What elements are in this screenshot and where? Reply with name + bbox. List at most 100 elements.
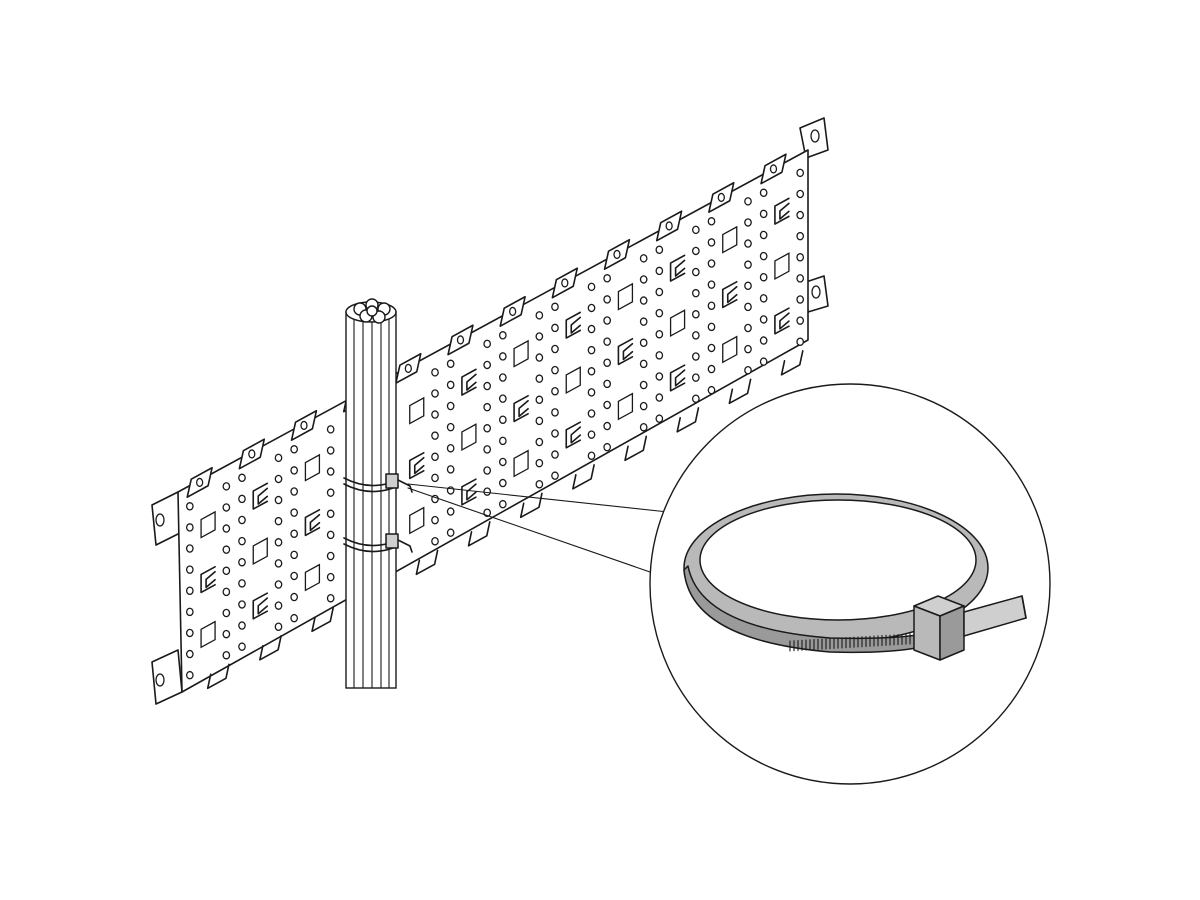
detail-callout (649, 383, 1051, 785)
plate-round-hole (446, 401, 455, 411)
plate-round-hole (691, 331, 700, 340)
plate-round-hole (587, 451, 596, 460)
plate-round-hole (238, 473, 246, 483)
plate-c-slot (774, 197, 790, 225)
plate-round-hole (498, 352, 507, 361)
plate-round-hole (498, 373, 507, 382)
plate-round-hole (326, 593, 335, 603)
plate-round-hole (691, 394, 700, 403)
plate-round-hole (655, 351, 664, 360)
cable-tie-locking-head (913, 595, 965, 661)
plate-c-slot (304, 508, 321, 537)
plate-square-cutout (774, 252, 790, 281)
plate-square-cutout (617, 282, 634, 311)
plate-square-cutout (200, 510, 216, 539)
plate-round-hole (238, 494, 246, 504)
cable-tie-band-inner (699, 499, 977, 621)
plate-c-slot (617, 337, 634, 366)
plate-round-hole (707, 343, 716, 353)
plate-round-hole (655, 372, 664, 381)
plate-c-slot (669, 364, 686, 392)
plate-round-hole (431, 389, 439, 398)
plate-round-hole (222, 608, 231, 618)
plate-round-hole (535, 332, 544, 341)
plate-bottom-notch (206, 663, 230, 690)
plate-round-hole (446, 528, 455, 537)
plate-round-hole (290, 592, 299, 602)
plate-round-hole (707, 322, 716, 332)
bundle-strand-ends (345, 298, 397, 324)
plate-c-slot (200, 565, 216, 594)
plate-round-hole (551, 302, 559, 312)
plate-round-hole (655, 245, 664, 255)
plate-round-hole (483, 381, 492, 391)
plate-round-hole (744, 302, 752, 312)
plate-round-hole (185, 670, 194, 680)
plate-round-hole (691, 267, 700, 277)
plate-round-hole (483, 487, 492, 496)
plate-round-hole (326, 509, 335, 519)
plate-round-hole (185, 586, 194, 595)
plate-square-cutouts (200, 197, 790, 649)
plate-round-hole (655, 308, 664, 318)
tab-hole (509, 306, 517, 317)
tab-hole (561, 278, 569, 288)
plate-top-tabs (186, 153, 787, 498)
plate-round-hole (551, 365, 559, 375)
plate-round-hole (446, 443, 455, 453)
plate-square-cutout (461, 423, 477, 452)
plate-round-hole (639, 254, 648, 263)
plate-round-hole (796, 274, 805, 283)
plate-square-cutout (409, 506, 425, 535)
plate-body (177, 149, 809, 693)
plate-c-slot (461, 478, 477, 506)
plate-round-hole (535, 458, 544, 468)
plate-round-hole (655, 329, 664, 339)
plate-round-hole (446, 359, 455, 369)
plate-round-hole (603, 316, 612, 325)
plate-square-cutout (722, 225, 738, 254)
plate-square-cutout (565, 366, 581, 395)
plate-square-cutout (252, 537, 268, 566)
plate-round-hole (431, 368, 439, 377)
plate-round-hole (759, 357, 768, 366)
plate-c-slot (513, 394, 529, 423)
tab-hole (769, 164, 778, 174)
plate-bottom-notch (728, 378, 752, 405)
plate-round-hole (274, 559, 283, 568)
plate-c-slot (565, 311, 582, 339)
plate-round-hole (744, 197, 752, 206)
plate-round-hole (639, 296, 648, 305)
plate-bottom-notch (311, 606, 335, 633)
plate-round-hole (691, 310, 700, 319)
plate-c-slot (721, 280, 738, 309)
plate-round-hole (446, 380, 455, 390)
plate-round-hole (603, 379, 612, 389)
plate-square-cutout (304, 563, 321, 592)
plate-round-hole (326, 425, 335, 434)
plate-square-cutout (304, 453, 321, 482)
plate-c-slot (774, 307, 790, 335)
plate-round-hole (535, 437, 544, 447)
tab-hole (195, 477, 204, 488)
plate-round-hole (498, 436, 507, 446)
plate-round-hole (639, 338, 648, 348)
plate-round-hole (796, 253, 805, 262)
plate-round-hole (222, 587, 231, 597)
plate-round-hole (639, 317, 648, 326)
plate-round-hole (535, 311, 544, 320)
plate-round-hole (707, 238, 716, 247)
plate-round-hole (185, 607, 194, 617)
plate-round-hole (483, 339, 492, 349)
plate-round-hole (185, 628, 194, 638)
plate-round-hole (744, 281, 752, 291)
plate-round-hole (431, 536, 439, 546)
plate-round-hole (639, 401, 648, 411)
plate-round-hole (691, 352, 700, 361)
plate-round-hole (483, 466, 492, 475)
plate-bottom-notch (467, 521, 491, 547)
plate-round-hole (326, 572, 335, 582)
plate-round-hole (222, 545, 231, 554)
plate-round-hole (274, 538, 283, 547)
plate-round-hole (326, 488, 335, 497)
